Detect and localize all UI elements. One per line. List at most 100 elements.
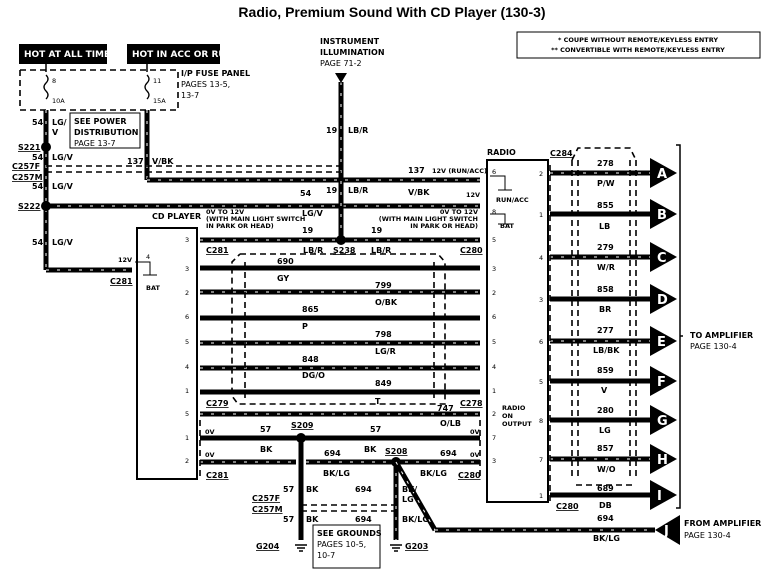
connector-h bbox=[650, 444, 677, 474]
label-w57a: 57 bbox=[260, 425, 271, 434]
diagram-title: Radio, Premium Sound With CD Player (130… bbox=[238, 4, 546, 20]
label-w799: 799 bbox=[375, 281, 392, 290]
label-w689: 689 bbox=[597, 484, 614, 493]
label-obk: O/BK bbox=[375, 298, 398, 307]
label-rr6: 6 bbox=[539, 338, 543, 346]
fuse-icon bbox=[43, 74, 49, 100]
label-bklg-d: BK/LG bbox=[402, 515, 429, 524]
label-w694d: 694 bbox=[355, 515, 372, 524]
instrument-arrow-icon bbox=[335, 73, 347, 83]
label-gr3: 10-7 bbox=[317, 551, 335, 560]
connector-c bbox=[650, 242, 677, 272]
label-inst1: INSTRUMENT bbox=[320, 37, 380, 46]
label-cp1: 1 bbox=[185, 387, 189, 395]
fuse-icon bbox=[144, 74, 150, 100]
label-dgo: DG/O bbox=[302, 371, 325, 380]
label-bk-d: BK bbox=[306, 515, 319, 524]
hot-in-acc-box bbox=[127, 44, 220, 64]
label-w54c: 54 bbox=[32, 182, 44, 191]
label-db: DB bbox=[599, 501, 612, 510]
label-p: P bbox=[302, 322, 308, 331]
label-g204: G204 bbox=[256, 542, 280, 551]
label-c281b: C281 bbox=[206, 471, 229, 480]
label-c257m: C257M bbox=[12, 173, 43, 182]
label-fuse10a: 10A bbox=[52, 97, 65, 105]
label-olb: O/LB bbox=[440, 419, 461, 428]
label-c257f2: C257F bbox=[252, 494, 280, 503]
label-rr1: 1 bbox=[539, 211, 543, 219]
label-w848: 848 bbox=[302, 355, 319, 364]
label-rout2: ON bbox=[502, 412, 513, 420]
label-rr4: 4 bbox=[539, 254, 543, 262]
label-w137b: 137 bbox=[408, 166, 425, 175]
label-vbk-b: V/BK bbox=[408, 188, 430, 197]
connector-letter: I bbox=[657, 489, 662, 504]
label-c280b: C280 bbox=[458, 471, 481, 480]
ground-icon bbox=[295, 544, 307, 552]
label-inst2: ILLUMINATION bbox=[320, 48, 385, 57]
label-lgv-e: LG/V bbox=[302, 209, 324, 218]
label-rout1: RADIO bbox=[502, 404, 526, 412]
label-w137a: 137 bbox=[127, 157, 144, 166]
label-s208: S208 bbox=[385, 447, 408, 456]
label-rp5: 5 bbox=[492, 236, 496, 244]
splice-s221 bbox=[41, 142, 51, 152]
radio-box bbox=[486, 159, 549, 503]
label-rl2b: 2 bbox=[492, 410, 496, 418]
label-w859: 859 bbox=[597, 366, 614, 375]
label-w279: 279 bbox=[597, 243, 614, 252]
amplifier-bracket bbox=[676, 144, 683, 509]
label-cp4: 4 bbox=[185, 363, 189, 371]
label-lbr-a: LB/R bbox=[348, 126, 368, 135]
label-fromamp1: FROM AMPLIFIER bbox=[684, 519, 761, 528]
label-runacc-v: 12V (RUN/ACC) bbox=[432, 167, 487, 175]
label-hot-acc: HOT IN ACC OR RUN bbox=[132, 50, 233, 60]
label-w694e: 694 bbox=[597, 514, 614, 523]
label-w747: 747 bbox=[437, 404, 454, 413]
label-lbr-c: LB/R bbox=[303, 246, 323, 255]
label-gy: GY bbox=[277, 274, 289, 283]
label-c281-cd4: C281 bbox=[110, 277, 133, 286]
label-ipfuse-p2: 13-7 bbox=[181, 91, 199, 100]
label-lb: LB bbox=[599, 222, 610, 231]
label-ov5: 0V bbox=[205, 451, 215, 459]
label-c281a: C281 bbox=[206, 246, 229, 255]
label-rl3b: 3 bbox=[492, 457, 496, 465]
label-rp6: 6 bbox=[492, 168, 496, 176]
label-cp3a: 3 bbox=[185, 236, 189, 244]
label-rl7: 7 bbox=[492, 434, 496, 442]
wire-stripe bbox=[395, 461, 436, 531]
fuse-panel-box bbox=[19, 69, 179, 111]
label-pd3: PAGE 13-7 bbox=[74, 139, 116, 148]
label-toamp2: PAGE 130-4 bbox=[690, 342, 737, 351]
connector-letter: B bbox=[657, 208, 667, 223]
shield-amp bbox=[571, 147, 637, 161]
connector-j bbox=[655, 515, 680, 545]
label-w855: 855 bbox=[597, 201, 614, 210]
label-lg: LG bbox=[599, 426, 611, 435]
label-bklg-a: BK/LG bbox=[323, 469, 350, 478]
label-lbbk: LB/BK bbox=[593, 346, 620, 355]
label-br: BR bbox=[599, 305, 611, 314]
splice-s238 bbox=[336, 235, 346, 245]
label-c284: C284 bbox=[550, 149, 573, 158]
label-w19b: 19 bbox=[326, 186, 338, 195]
label-cp6: 6 bbox=[185, 313, 189, 321]
label-rr7: 7 bbox=[539, 456, 543, 464]
label-w57d: 57 bbox=[283, 515, 294, 524]
label-w19a: 19 bbox=[326, 126, 338, 135]
label-fuse8: 8 bbox=[52, 77, 56, 85]
legend-line-2: ** CONVERTIBLE WITH REMOTE/KEYLESS ENTRY bbox=[551, 46, 725, 54]
hot-at-all-times-box bbox=[19, 44, 107, 64]
label-lgr: LG/R bbox=[375, 347, 396, 356]
label-w280: 280 bbox=[597, 406, 614, 415]
label-w57b: 57 bbox=[370, 425, 381, 434]
label-w54d: 54 bbox=[32, 238, 44, 247]
label-lbr-b: LB/R bbox=[348, 186, 368, 195]
label-rr5: 5 bbox=[539, 378, 543, 386]
label-bklg-e: BK/LG bbox=[593, 534, 620, 543]
label-cp5: 5 bbox=[185, 338, 189, 346]
label-lbr-d: LB/R bbox=[371, 246, 391, 255]
label-g203: G203 bbox=[405, 542, 428, 551]
label-ov6: 0V bbox=[470, 451, 480, 459]
